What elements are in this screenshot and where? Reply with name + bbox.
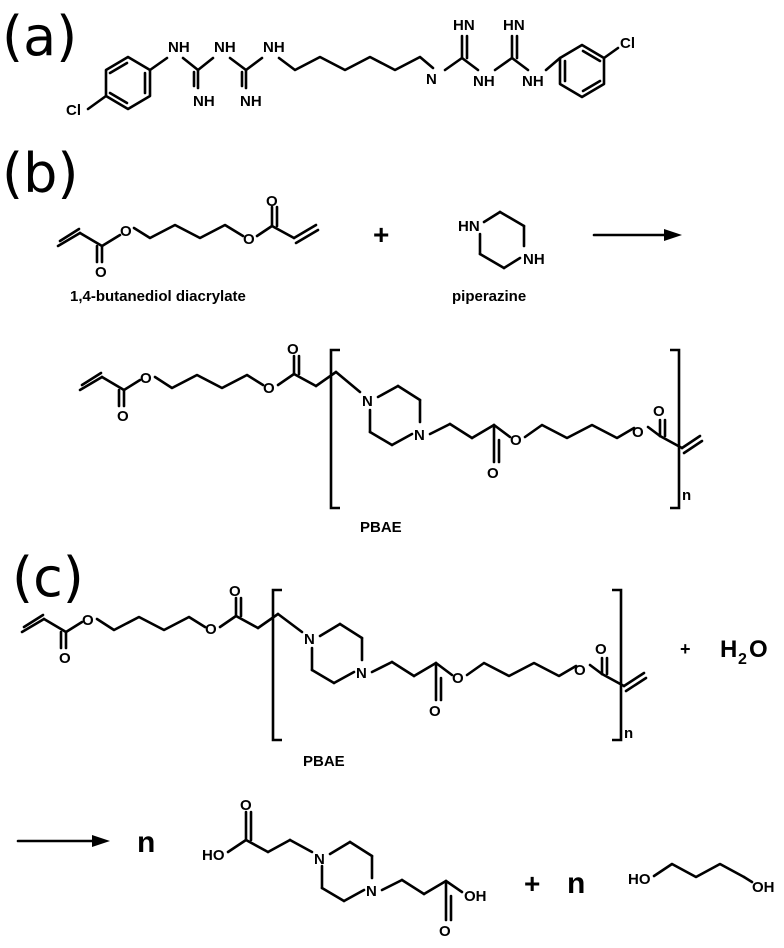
- atom-o: O: [287, 341, 299, 358]
- plus-sign-b: +: [373, 219, 389, 250]
- atom-nh: NH: [522, 73, 544, 90]
- label-butanediol-diacrylate: 1,4-butanediol diacrylate: [70, 288, 246, 305]
- pbae-butyl-chain: [95, 615, 207, 632]
- piperazine-dipropionic-acid-structure: HO O N N O OH: [202, 797, 487, 940]
- atom-cl-right: Cl: [620, 35, 635, 52]
- pbae-butyl-chain: [523, 423, 636, 440]
- repeat-bracket-left: [271, 588, 282, 742]
- atom-nh: NH: [263, 39, 285, 56]
- right-benzene-ring: [558, 43, 606, 99]
- panel-label-a: (a): [2, 5, 77, 68]
- atom-nh: NH: [473, 73, 495, 90]
- pbae-structure-c: O O O O N N O O O O: [20, 583, 648, 770]
- atom-o: O: [510, 432, 522, 449]
- repeat-bracket-left: [329, 348, 340, 510]
- piperazine-structure: HN NH piperazine: [452, 210, 545, 305]
- water-h: H: [720, 636, 737, 663]
- atom-o: O: [595, 641, 607, 658]
- left-benzene-ring: [104, 55, 152, 111]
- label-pbae-b: PBAE: [360, 519, 402, 536]
- atom-n: N: [426, 71, 437, 88]
- repeat-count-n: n: [624, 725, 633, 742]
- atom-o: O: [117, 408, 129, 425]
- atom-o: O: [229, 583, 241, 600]
- pbae-structure-b: O O O O N N O O O O: [78, 341, 704, 536]
- atom-o: O: [574, 662, 586, 679]
- label-pbae-c: PBAE: [303, 753, 345, 770]
- reaction-arrow-b: [592, 229, 682, 241]
- atom-o: O: [59, 650, 71, 667]
- atom-n: N: [362, 393, 373, 410]
- label-piperazine: piperazine: [452, 288, 526, 305]
- pbae-butyl-chain: [465, 661, 578, 678]
- panel-label-b: (b): [2, 142, 78, 205]
- pbae-butyl-chain: [153, 373, 265, 390]
- repeat-bracket-right: [670, 348, 681, 510]
- repeat-count-n: n: [682, 487, 691, 504]
- atom-hn: HN: [458, 218, 480, 235]
- atom-nh-imine: NH: [240, 93, 262, 110]
- atom-o: O: [653, 403, 665, 420]
- atom-o: O: [95, 264, 107, 281]
- atom-cl-left: Cl: [66, 102, 81, 119]
- atom-n: N: [356, 665, 367, 682]
- coefficient-n-second: n: [567, 867, 585, 900]
- atom-nh: NH: [168, 39, 190, 56]
- repeat-bracket-right: [612, 588, 623, 742]
- butanediol-chain: [652, 862, 746, 879]
- atom-o: O: [120, 223, 132, 240]
- butanediol-structure: HO OH: [628, 862, 775, 896]
- atom-o: O: [240, 797, 252, 814]
- plus-sign-products: +: [524, 868, 540, 899]
- water-subscript: 2: [738, 651, 747, 668]
- atom-o: O: [266, 193, 278, 210]
- atom-n: N: [314, 851, 325, 868]
- atom-hn: HN: [503, 17, 525, 34]
- atom-o: O: [205, 621, 217, 638]
- coefficient-n-first: n: [137, 826, 155, 859]
- atom-oh: OH: [464, 888, 487, 905]
- atom-o: O: [632, 424, 644, 441]
- atom-ho: HO: [628, 871, 651, 888]
- atom-o: O: [452, 670, 464, 687]
- water-o: O: [749, 636, 768, 663]
- atom-o: O: [263, 380, 275, 397]
- atom-nh-imine: NH: [193, 93, 215, 110]
- atom-o: O: [243, 231, 255, 248]
- reaction-arrow-c: [16, 835, 110, 847]
- panel-label-c: (c): [12, 546, 84, 609]
- atom-o: O: [439, 923, 451, 940]
- atom-n: N: [414, 427, 425, 444]
- atom-o: O: [82, 612, 94, 629]
- atom-nh: NH: [523, 251, 545, 268]
- butanediol-diacrylate-structure: O O O O 1,4-butanediol diacrylate: [56, 193, 320, 305]
- atom-n: N: [304, 631, 315, 648]
- atom-hn: HN: [453, 17, 475, 34]
- hexamethylene-linker: [277, 55, 435, 72]
- atom-nh: NH: [214, 39, 236, 56]
- atom-o: O: [140, 370, 152, 387]
- atom-o: O: [429, 703, 441, 720]
- water-formula: H 2 O: [720, 636, 768, 668]
- butyl-chain: [132, 223, 245, 240]
- atom-ho: HO: [202, 847, 225, 864]
- atom-oh: OH: [752, 879, 775, 896]
- atom-n: N: [366, 883, 377, 900]
- atom-o: O: [487, 465, 499, 482]
- plus-sign-water: +: [680, 639, 691, 659]
- chlorhexidine-structure: Cl NH NH NH NH NH N HN NH HN NH: [66, 17, 635, 119]
